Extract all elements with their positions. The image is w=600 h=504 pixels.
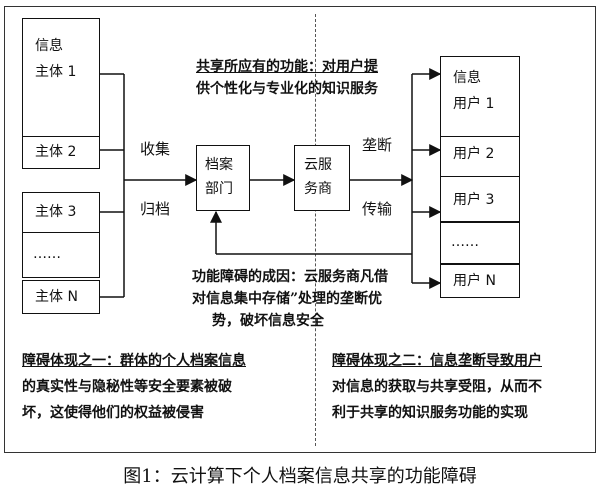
obstacle-two-line1: 障碍体现之二：信息垄断导致用户: [332, 353, 542, 369]
cause-note-line1: 功能障碍的成因：云服务商凡借: [192, 269, 388, 285]
top-note-line2: 供个性化与专业化的知识服务: [196, 81, 378, 97]
cause-note-line3: 势，破坏信息安全: [212, 313, 324, 329]
left-box-2-line1: 主体 2: [35, 144, 77, 160]
right-box-3-line1: 用户 3: [453, 192, 495, 208]
obstacle-one-line2: 的真实性与隐秘性等安全要素被破: [22, 379, 232, 395]
cause-note-line2: 对信息集中存储”处理的垄断优: [192, 291, 383, 307]
left-box-subject-3: 主体 3: [22, 192, 100, 232]
left-box-subject-1: 信息 主体 1: [22, 18, 100, 136]
figure-caption: 图1：云计算下个人档案信息共享的功能障碍: [123, 466, 477, 487]
right-box-1-line1: 信息: [453, 70, 481, 86]
left-box-subject-n: 主体 N: [22, 280, 100, 314]
label-transmit: 传输: [362, 200, 393, 218]
left-box-1-line1: 信息: [35, 38, 63, 54]
right-box-user-3: 用户 3: [440, 176, 520, 222]
right-box-user-n: 用户 N: [440, 264, 520, 298]
cloud-provider-box: 云服 务商: [294, 145, 350, 211]
archive-department-box: 档案 部门: [196, 145, 250, 211]
right-box-user-1: 信息 用户 1: [440, 56, 520, 136]
left-box-n-line1: 主体 N: [35, 289, 78, 305]
right-box-ellipsis: ……: [440, 222, 520, 264]
outer-frame: [4, 6, 596, 453]
right-box-ellipsis-text: ……: [451, 234, 479, 250]
right-box-1-line2: 用户 1: [453, 96, 495, 112]
cloud-provider-line2: 务商: [304, 181, 332, 197]
left-box-1-line2: 主体 1: [35, 64, 77, 80]
left-box-ellipsis-text: ……: [33, 246, 61, 262]
obstacle-two-line3: 利于共享的知识服务功能的实现: [332, 405, 528, 421]
right-box-user-2: 用户 2: [440, 136, 520, 176]
right-box-2-line1: 用户 2: [453, 146, 495, 162]
label-archive: 归档: [140, 200, 171, 218]
left-box-3-line1: 主体 3: [35, 204, 77, 220]
center-divider: [315, 14, 316, 446]
obstacle-two-line2: 对信息的获取与共享受阻，从而不: [332, 379, 542, 395]
right-box-n-line1: 用户 N: [453, 273, 496, 289]
obstacle-one-line3: 坏，这使得他们的权益被侵害: [22, 405, 204, 421]
left-box-ellipsis: ……: [22, 232, 100, 278]
label-collect: 收集: [140, 140, 171, 158]
archive-dept-line2: 部门: [205, 181, 233, 197]
label-monopoly: 垄断: [362, 136, 393, 154]
cloud-provider-line1: 云服: [304, 157, 332, 173]
left-box-subject-2: 主体 2: [22, 136, 100, 169]
archive-dept-line1: 档案: [205, 157, 233, 173]
obstacle-one-line1: 障碍体现之一：群体的个人档案信息: [22, 353, 246, 369]
top-note-line1: 共享所应有的功能：对用户提: [196, 59, 378, 75]
